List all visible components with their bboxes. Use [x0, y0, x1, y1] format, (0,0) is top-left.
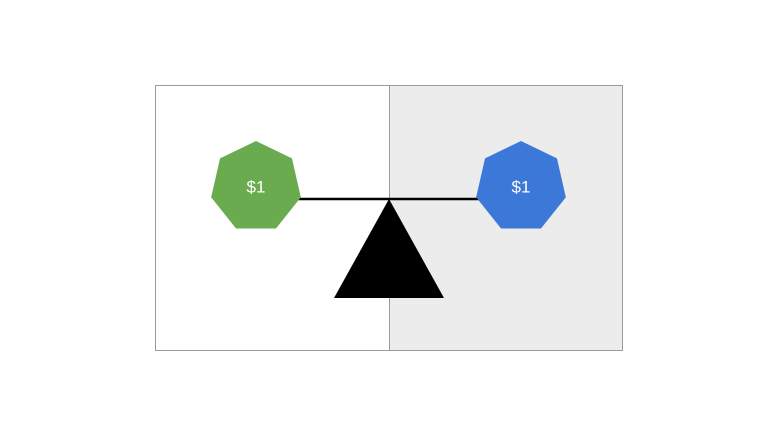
right-weight-label: $1 — [512, 177, 531, 196]
right-weight-group[interactable]: $1 — [476, 141, 566, 229]
left-weight-group[interactable]: $1 — [211, 141, 301, 229]
left-weight-heptagon[interactable] — [211, 141, 301, 229]
left-weight-label: $1 — [247, 177, 266, 196]
fulcrum-triangle — [334, 199, 444, 298]
right-weight-heptagon[interactable] — [476, 141, 566, 229]
